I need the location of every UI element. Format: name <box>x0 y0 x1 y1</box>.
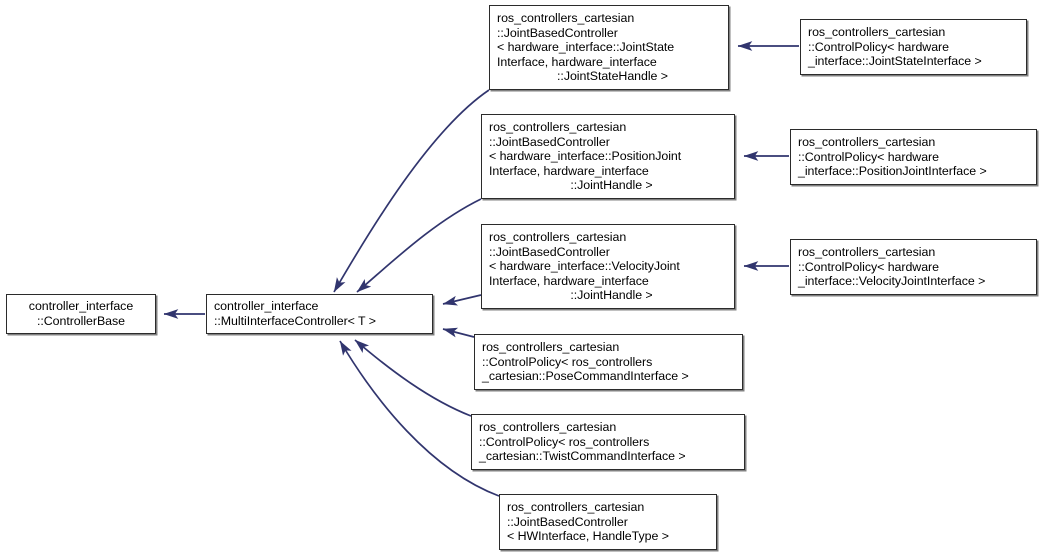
edge-jbc-velocityjoint-to-multi <box>442 294 482 306</box>
node-cp-posecommand[interactable]: ros_controllers_cartesian ::ControlPolic… <box>474 334 743 390</box>
edge-jbc-jointstate-to-multi <box>333 89 490 293</box>
node-jbc-jointstate[interactable]: ros_controllers_cartesian::JointBasedCon… <box>489 5 729 90</box>
node-cp-velocityjointinterface-label: ros_controllers_cartesian ::ControlPolic… <box>798 245 986 289</box>
node-jbc-velocityjoint[interactable]: ros_controllers_cartesian::JointBasedCon… <box>481 224 735 309</box>
node-multi-interface-controller-label: controller_interface ::MultiInterfaceCon… <box>214 299 376 328</box>
edge-cp-posecommand-to-multi <box>442 327 475 338</box>
node-jbc-hwinterface-label: ros_controllers_cartesian ::JointBasedCo… <box>507 500 669 544</box>
node-controller-base-label: controller_interface ::ControllerBase <box>28 299 134 328</box>
node-cp-jointstateinterface[interactable]: ros_controllers_cartesian ::ControlPolic… <box>800 19 1027 75</box>
node-jbc-jointstate-label: ros_controllers_cartesian::JointBasedCon… <box>497 11 675 84</box>
node-cp-jointstateinterface-label: ros_controllers_cartesian ::ControlPolic… <box>808 25 982 69</box>
edge-jbc-positionjoint-to-multi <box>356 198 482 293</box>
node-cp-twistcommand[interactable]: ros_controllers_cartesian ::ControlPolic… <box>471 414 745 470</box>
edge-cp-twistcommand-to-multi <box>354 339 472 417</box>
node-cp-velocityjointinterface[interactable]: ros_controllers_cartesian ::ControlPolic… <box>790 239 1037 295</box>
node-controller-base[interactable]: controller_interface ::ControllerBase <box>6 294 156 334</box>
node-cp-posecommand-label: ros_controllers_cartesian ::ControlPolic… <box>482 340 689 384</box>
node-cp-positionjointinterface[interactable]: ros_controllers_cartesian ::ControlPolic… <box>790 129 1037 185</box>
node-jbc-hwinterface[interactable]: ros_controllers_cartesian ::JointBasedCo… <box>499 494 717 550</box>
node-cp-positionjointinterface-label: ros_controllers_cartesian ::ControlPolic… <box>798 135 987 179</box>
node-jbc-velocityjoint-label: ros_controllers_cartesian::JointBasedCon… <box>489 230 680 303</box>
node-jbc-positionjoint-label: ros_controllers_cartesian::JointBasedCon… <box>489 120 682 193</box>
node-multi-interface-controller[interactable]: controller_interface ::MultiInterfaceCon… <box>206 294 433 334</box>
node-cp-twistcommand-label: ros_controllers_cartesian ::ControlPolic… <box>479 420 686 464</box>
node-jbc-positionjoint[interactable]: ros_controllers_cartesian::JointBasedCon… <box>481 114 735 199</box>
